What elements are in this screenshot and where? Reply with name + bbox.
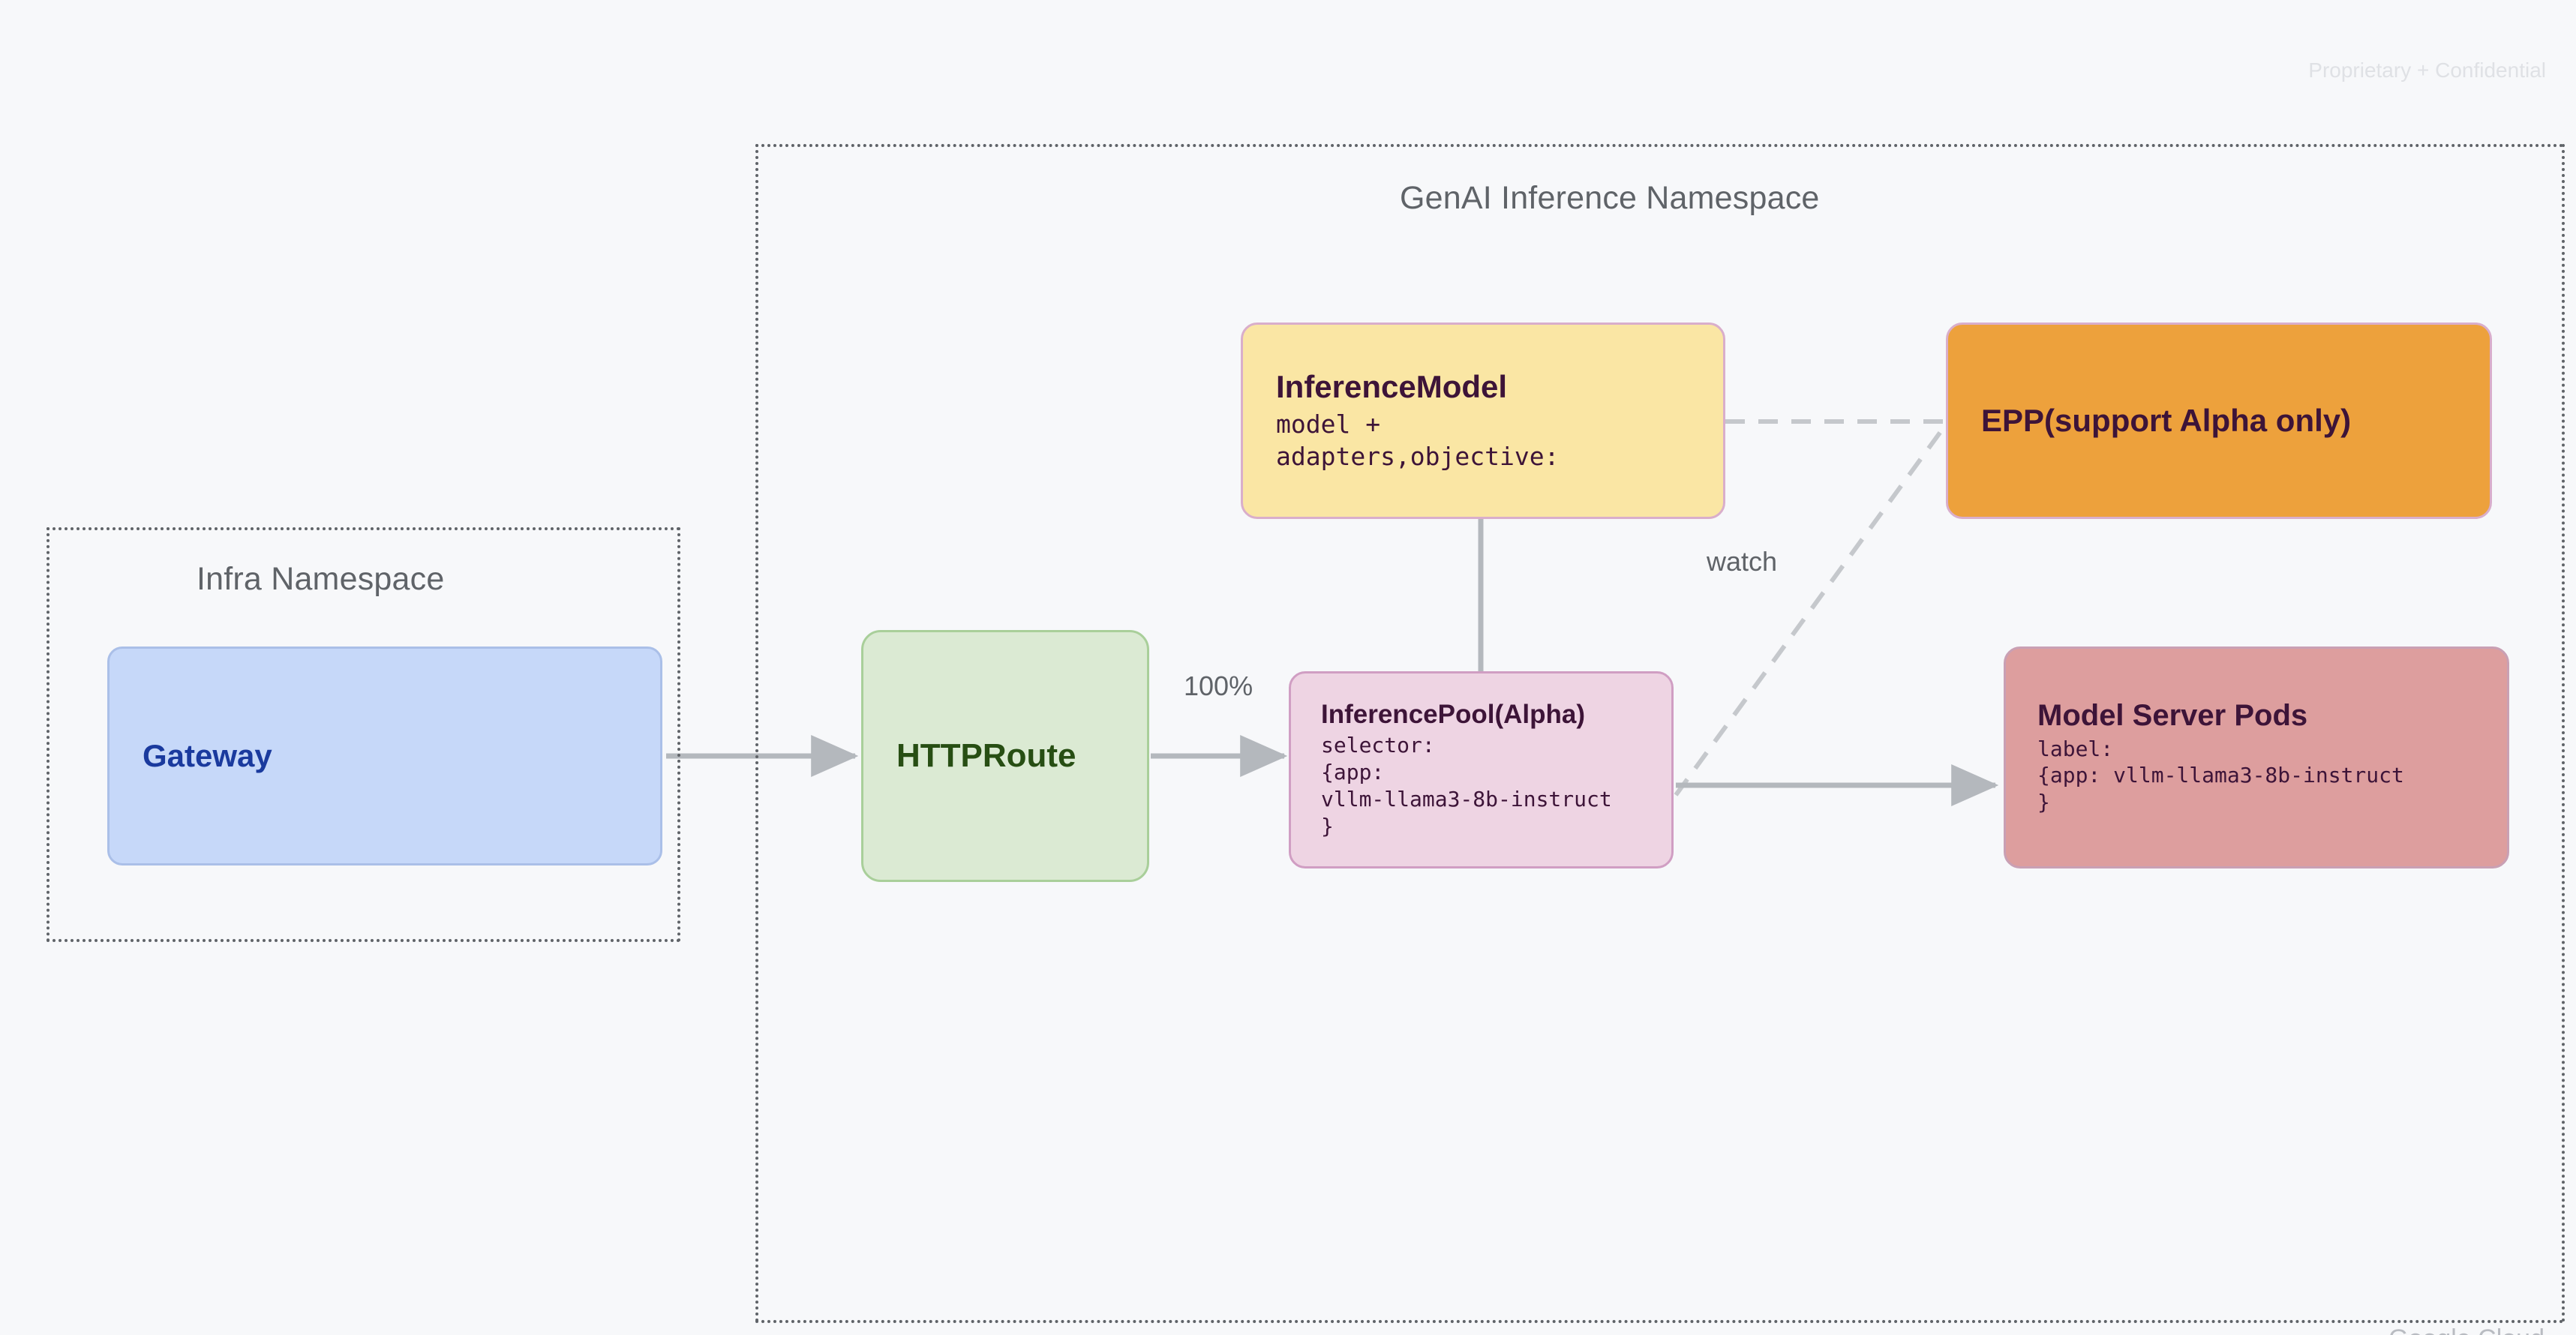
edge-label-watch: watch xyxy=(1707,546,1778,577)
inferencepool-title: InferencePool(Alpha) xyxy=(1321,700,1585,730)
edge-label-traffic-weight: 100% xyxy=(1184,670,1253,701)
node-inferencepool[interactable]: InferencePool(Alpha) selector: {app: vll… xyxy=(1289,671,1674,868)
infra-namespace-container xyxy=(47,527,680,942)
genai-namespace-title: GenAI Inference Namespace xyxy=(1400,180,1820,216)
modelserverpods-spec: label: {app: vllm-llama3-8b-instruct } xyxy=(2037,736,2404,815)
inferencemodel-title: InferenceModel xyxy=(1276,369,1508,405)
infra-namespace-title: Infra Namespace xyxy=(197,561,445,597)
genai-namespace-container xyxy=(755,144,2565,1323)
httproute-title: HTTPRoute xyxy=(896,737,1076,775)
inferencemodel-spec: model + adapters,objective: xyxy=(1276,410,1560,471)
node-modelserverpods[interactable]: Model Server Pods label: {app: vllm-llam… xyxy=(2004,646,2509,868)
inferencepool-spec: selector: {app: vllm-llama3-8b-instruct … xyxy=(1321,733,1612,838)
gateway-title: Gateway xyxy=(143,738,272,774)
node-epp[interactable]: EPP(support Alpha only) xyxy=(1946,322,2492,519)
modelserverpods-title: Model Server Pods xyxy=(2037,698,2308,732)
node-inferencemodel[interactable]: InferenceModel model + adapters,objectiv… xyxy=(1241,322,1725,519)
epp-title: EPP(support Alpha only) xyxy=(1981,403,2352,439)
confidentiality-watermark: Proprietary + Confidential xyxy=(2308,58,2546,82)
node-httproute[interactable]: HTTPRoute xyxy=(861,630,1149,882)
node-gateway[interactable]: Gateway xyxy=(107,646,662,866)
google-cloud-logo: Google Cloud xyxy=(2388,1324,2544,1335)
